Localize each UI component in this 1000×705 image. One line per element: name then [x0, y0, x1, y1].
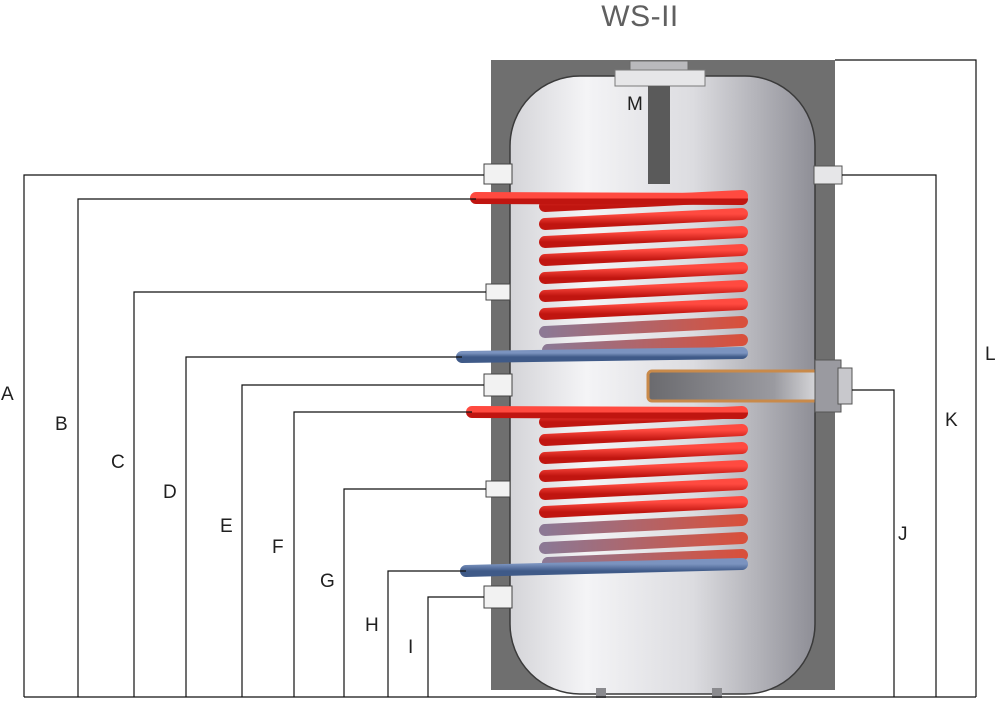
upper-coil-turn: [539, 208, 748, 230]
label-j: J: [898, 524, 908, 545]
upper-coil-turn: [539, 316, 748, 338]
lower-coil-turn: [539, 514, 748, 536]
label-l: L: [985, 344, 996, 365]
diagram-title: WS-II: [601, 0, 679, 33]
connection-stub-i: [483, 585, 513, 609]
leader-line-k: [842, 174, 937, 697]
lower-coil-turn: [539, 460, 748, 482]
label-i: I: [408, 637, 413, 658]
leader-line-a: [23, 174, 484, 697]
label-e: E: [220, 516, 233, 537]
lower-coil-outlet-pipe: [460, 558, 748, 577]
leader-line-b: [77, 198, 476, 697]
leader-line-c: [133, 291, 486, 697]
label-b: B: [55, 414, 68, 435]
upper-coil-turn: [539, 226, 748, 248]
label-m: M: [627, 94, 643, 115]
foot-left: [596, 688, 606, 698]
top-port: [614, 69, 706, 87]
anode-rod: [648, 86, 670, 184]
leader-line-e: [241, 384, 484, 697]
label-c: C: [111, 452, 125, 473]
leader-line-l: [835, 59, 977, 697]
leader-line-h: [387, 570, 466, 697]
lower-coil-turn: [539, 532, 748, 554]
label-g: G: [320, 571, 335, 592]
lower-coil-turn: [539, 442, 748, 464]
connection-stub-g: [485, 480, 511, 498]
connection-stub-k: [813, 165, 843, 185]
heater-flange: [814, 359, 842, 413]
lower-coil-turn: [539, 478, 748, 500]
upper-coil-turn: [539, 280, 748, 302]
leader-line-d: [185, 356, 462, 697]
label-a: A: [1, 384, 14, 405]
lower-coil-turn: [542, 549, 748, 569]
foot-right: [712, 688, 722, 698]
label-d: D: [163, 482, 177, 503]
upper-coil-turn: [539, 244, 748, 266]
connection-stub-e: [483, 373, 513, 397]
label-k: K: [945, 410, 958, 431]
lower-coil-turn: [539, 496, 748, 518]
upper-coil: [539, 190, 748, 356]
upper-coil-outlet-pipe: [456, 347, 748, 363]
upper-coil-inlet-pipe: [470, 192, 748, 205]
upper-coil-turn: [539, 298, 748, 320]
lower-coil-turn: [539, 424, 748, 446]
heater-cap: [837, 367, 853, 405]
upper-coil-turn: [539, 262, 748, 284]
heating-element: [646, 369, 830, 403]
leader-line-f: [293, 411, 472, 697]
label-h: H: [365, 615, 379, 636]
connection-stub-a: [483, 163, 513, 185]
leader-line-g: [343, 488, 486, 697]
leader-line-i: [427, 596, 484, 697]
upper-coil-turn: [542, 334, 748, 356]
label-f: F: [272, 537, 284, 558]
connection-stub-c: [485, 283, 511, 301]
leader-line-j: [852, 389, 895, 697]
lower-coil-inlet-pipe: [466, 406, 748, 419]
